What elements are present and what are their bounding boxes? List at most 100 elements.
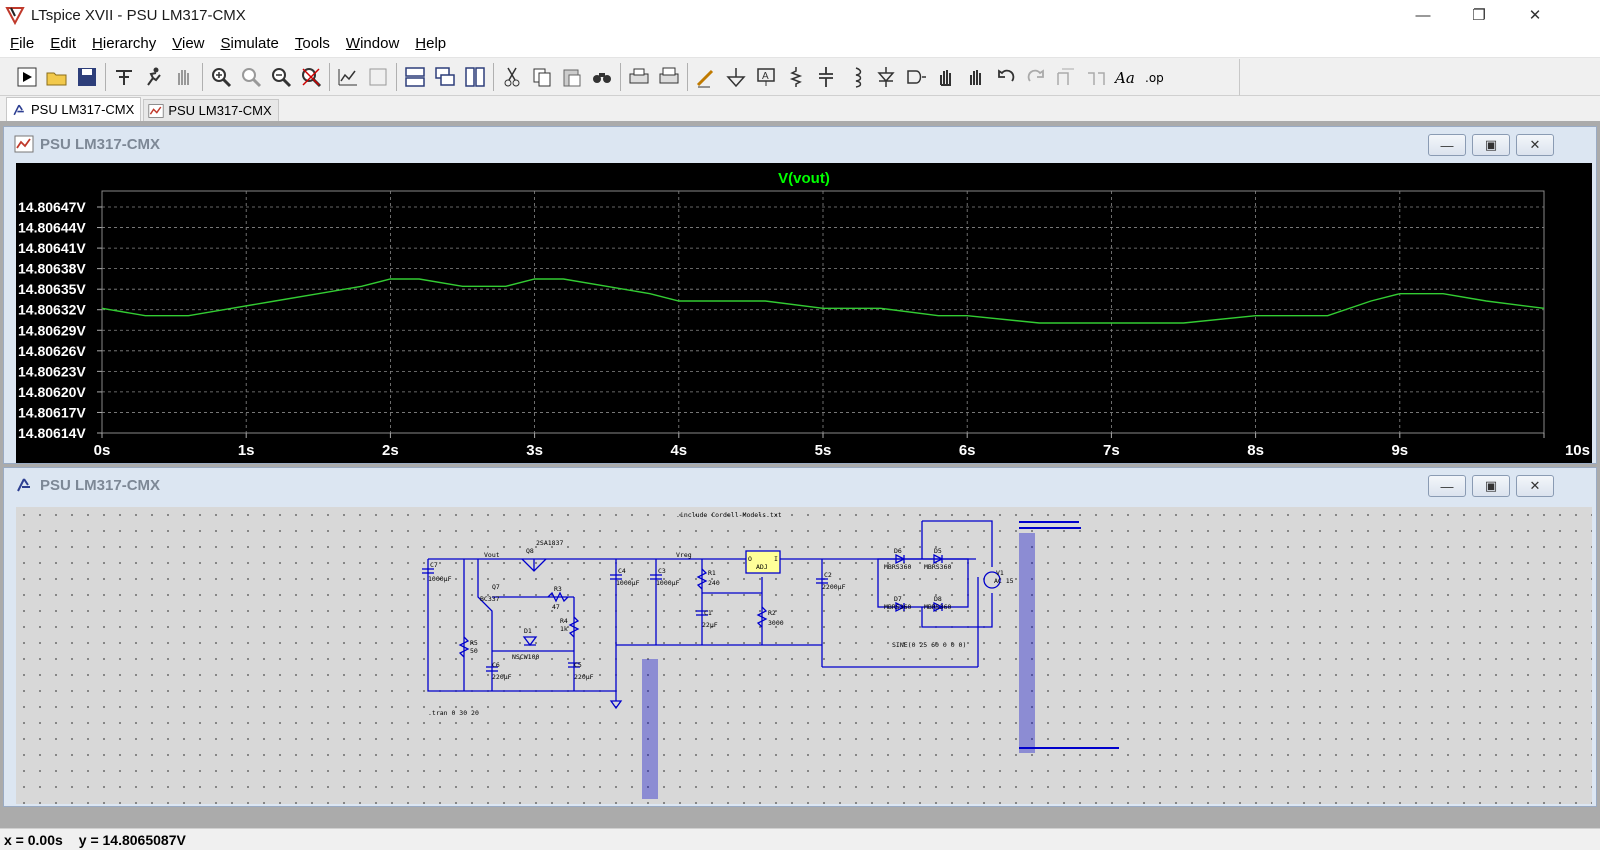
run-button[interactable] [12,62,42,92]
move-button[interactable] [931,62,961,92]
tab-waveform[interactable]: PSU LM317-CMX [143,99,279,121]
vreg-label: Vreg [676,551,692,559]
c7-label: C7 [430,561,438,569]
waveform-close-button[interactable]: ✕ [1516,134,1554,156]
resistor-button[interactable] [781,62,811,92]
paste-button[interactable] [557,62,587,92]
ltspice-logo-icon [5,7,25,25]
menu-simulate[interactable]: Simulate [213,32,287,56]
toolbar-separator [329,63,330,91]
x-tick-label: 10s [1565,442,1590,459]
run-sim-button[interactable] [139,62,169,92]
d5-model: MBRS360 [924,563,951,571]
tab-label: PSU LM317-CMX [168,103,272,118]
tile-horizontal-button[interactable] [400,62,430,92]
wire-button[interactable] [691,62,721,92]
close-button[interactable]: ✕ [1528,7,1542,24]
cut-button[interactable] [497,62,527,92]
print-setup-icon [629,68,649,84]
schematic-drawing[interactable]: .include Cordell-Models.txt .tran 0 30 2… [16,507,1592,804]
waveform-chart[interactable]: V(vout)14.80647V14.80644V14.80641V14.806… [16,163,1592,463]
menu-file-accesskey: F [10,34,20,52]
text-button[interactable]: Aa [1111,62,1141,92]
q8-model: 2SA1837 [536,539,563,547]
find-button[interactable] [587,62,617,92]
ground-button[interactable] [721,62,751,92]
menu-help[interactable]: Help [407,32,454,56]
mirror-button[interactable] [1081,62,1111,92]
x-tick-label: 7s [1103,442,1120,459]
minimize-button[interactable]: — [1415,6,1431,24]
inductor-button[interactable] [841,62,871,92]
schematic-maximize-button[interactable]: ▣ [1472,475,1510,497]
menu-view-label: iew [181,34,205,52]
restore-button[interactable]: ❐ [1472,7,1486,24]
label-net-button[interactable]: A [751,62,781,92]
zoom-cancel-button[interactable] [296,62,326,92]
spice-directive-button[interactable]: .op [1141,62,1171,92]
c5-label: C5 [574,661,582,669]
waveform-icon [148,103,164,118]
zoom-in-button[interactable] [206,62,236,92]
cascade-button[interactable] [430,62,460,92]
menu-view[interactable]: View [164,32,212,56]
menu-window[interactable]: Window [338,32,407,56]
print-button[interactable] [654,62,684,92]
sine-label: SINE(0 25 60 0 0 0) [892,641,966,649]
x-tick-label: 4s [670,442,687,459]
copy-button[interactable] [527,62,557,92]
capacitor-button[interactable] [811,62,841,92]
x-tick-label: 8s [1247,442,1264,459]
plot-settings-icon [369,68,387,86]
toolbar-separator [687,63,688,91]
menu-file[interactable]: File [2,32,42,56]
halt-button[interactable] [169,62,199,92]
waveform-minimize-button[interactable]: — [1428,134,1466,156]
r2-value: 3000 [768,619,784,627]
waveform-window-titlebar[interactable]: PSU LM317-CMX [4,127,1596,161]
tran-directive[interactable]: .tran 0 30 20 [428,709,479,717]
r3-value: 47 [552,603,560,611]
plot-settings-button[interactable] [363,62,393,92]
diode-button[interactable] [871,62,901,92]
waveform-icon [14,135,34,153]
undo-button[interactable] [991,62,1021,92]
redo-button[interactable] [1021,62,1051,92]
schematic-canvas[interactable]: .include Cordell-Models.txt .tran 0 30 2… [16,507,1592,804]
vout-trace [101,278,1545,324]
menu-edit[interactable]: Edit [42,32,84,56]
include-directive[interactable]: .include Cordell-Models.txt [676,511,782,519]
status-y: y = 14.8065087V [78,831,186,848]
waveform-maximize-button[interactable]: ▣ [1472,134,1510,156]
schematic-window-titlebar[interactable]: PSU LM317-CMX [4,468,1596,502]
r5-label: R5 [470,639,478,647]
schematic-close-button[interactable]: ✕ [1516,475,1554,497]
menu-tools[interactable]: Tools [287,32,338,56]
menu-hierarchy[interactable]: Hierarchy [84,32,164,56]
vout-label: Vout [484,551,500,559]
u1-out-pin: O [748,555,752,563]
autorange-button[interactable] [333,62,363,92]
control-panel-button[interactable] [109,62,139,92]
component-button[interactable] [901,62,931,92]
menu-edit-accesskey: E [50,34,61,52]
q8-label: Q8 [526,547,534,555]
open-button[interactable] [42,62,72,92]
schematic-minimize-button[interactable]: — [1428,475,1466,497]
rotate-icon [1057,68,1074,85]
menu-tools-label: ools [302,34,330,52]
v1-value: AC 15 [994,577,1014,585]
pan-button[interactable] [236,62,266,92]
print-setup-button[interactable] [624,62,654,92]
tab-schematic[interactable]: PSU LM317-CMX [6,97,142,121]
rotate-button[interactable] [1051,62,1081,92]
tile-vertical-button[interactable] [460,62,490,92]
drag-button[interactable] [961,62,991,92]
save-button[interactable] [72,62,102,92]
zoom-out-button[interactable] [266,62,296,92]
menu-window-accesskey: W [345,34,361,52]
